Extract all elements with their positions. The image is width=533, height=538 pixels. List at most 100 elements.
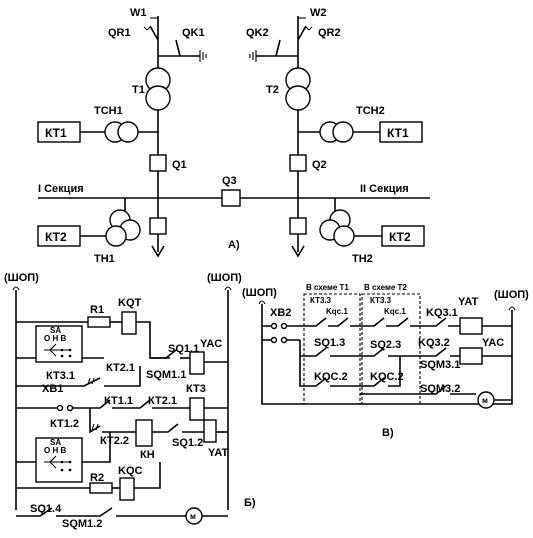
contact-kt1-2-label: КТ1.2: [50, 418, 79, 430]
motor-b-label: м: [190, 512, 196, 521]
aux-tx-tch1-label: ТСН1: [94, 105, 123, 117]
bus-tie-q3-label: Q3: [222, 175, 237, 187]
relay-kt2-left-label: КТ2: [45, 230, 67, 244]
diagram-b-caption: Б): [244, 497, 256, 509]
contact-sqm1-2-label: SQM1.2: [62, 518, 102, 530]
diagram-a: W1 QR1 QK1 T1 ТСН1 КТ1 Q1 W2 QR2: [37, 7, 430, 265]
contact-kqc1b-label: Kqc.1: [384, 307, 406, 316]
diagram-a-caption: А): [228, 239, 240, 251]
coil-yac-c-label: YAC: [482, 337, 504, 349]
diagram-b-bus-left-label: (ШОП): [4, 272, 39, 284]
bus-tie-q3: [221, 189, 241, 207]
transformer-t2-label: T2: [266, 84, 279, 96]
outgoing-breaker-left: [149, 217, 167, 235]
coil-yac-label: YAC: [200, 338, 222, 350]
breaker-q2: [289, 154, 307, 172]
xb2-terminal-2: [280, 322, 288, 330]
relay-kt1-right-label: КТ1: [387, 126, 409, 140]
relay-kt2-right-label: КТ2: [389, 230, 411, 244]
contact-kt3-3b-label: КТ3.3: [370, 296, 392, 305]
coil-yat-c: [459, 317, 483, 335]
contact-sq2-3-label: SQ2.3: [370, 339, 401, 351]
scheme-t1-frame: [303, 293, 361, 405]
feeder-w2-label: W2: [310, 7, 327, 19]
aux-tx-tch2-label: ТСН2: [356, 105, 385, 117]
aux-tx-tch2-winding-2: [332, 121, 354, 143]
earth-switch-qk1-label: QK1: [182, 27, 205, 39]
relay-kh-coil: [135, 419, 153, 447]
diagram-b: (ШОП) (ШОП) R1 KQT SA О Н В КТ2.1 SQ1.1 …: [4, 272, 256, 530]
scheme-t1-label: В схеме Т1: [306, 283, 349, 292]
vt-tn1-label: ТН1: [94, 253, 115, 265]
relay-kt3-coil: [189, 397, 205, 421]
diagram-c: (ШОП) (ШОП) ХВ2 В схеме Т1 В схеме Т2 КТ…: [242, 283, 529, 439]
control-switch-sa-top: [35, 325, 83, 363]
diagram-c-bus-left-label: (ШОП): [242, 287, 277, 299]
test-block-xb1-label: ХВ1: [42, 383, 63, 395]
section-1-label: I Секция: [38, 183, 84, 195]
breaker-q2-label: Q2: [312, 159, 327, 171]
relay-kqc-label: KQC: [118, 465, 143, 477]
transformer-t1-winding-2: [145, 85, 171, 111]
transformer-t2-winding-2: [285, 85, 311, 111]
breaker-q1-label: Q1: [172, 159, 187, 171]
scheme-t2-frame: [361, 293, 421, 405]
vt-tn2-label: ТН2: [352, 253, 373, 265]
xb1-terminal-2: [66, 404, 74, 412]
breaker-qr2-label: QR2: [318, 27, 341, 39]
relay-kh-label: КН: [140, 449, 155, 461]
resistor-r1-label: R1: [90, 304, 104, 316]
contact-kqc2a-label: KQC.2: [314, 371, 348, 383]
xb2-terminal-1: [270, 322, 278, 330]
contact-kt2-2-label: КТ2.2: [100, 435, 129, 447]
sa-top-positions: О Н В: [44, 334, 66, 343]
coil-yat-label: YAT: [208, 447, 228, 459]
relay-kt2-left-box: [37, 225, 81, 247]
breaker-q1: [149, 154, 167, 172]
breaker-qr1-label: QR1: [108, 27, 131, 39]
coil-yac: [189, 351, 205, 375]
diagram-b-bus-right-label: (ШОП): [207, 272, 242, 284]
xb2-terminal-4: [280, 336, 288, 344]
xb2-terminal-3: [270, 336, 278, 344]
diagram-c-caption: В): [382, 427, 394, 439]
section-2-label: II Секция: [360, 183, 409, 195]
contact-kt1-1-label: КТ1.1: [104, 395, 133, 407]
coil-yac-c: [459, 347, 483, 365]
relay-kt1-left-label: КТ1: [45, 126, 67, 140]
test-block-xb2-label: ХВ2: [270, 307, 291, 319]
contact-kqc1a-label: Kqc.1: [326, 307, 348, 316]
coil-yat-c-label: YAT: [458, 296, 478, 308]
relay-kqc-coil: [119, 477, 135, 501]
sa-top-label: SA: [50, 326, 61, 335]
vt-tn2-winding-3: [333, 225, 355, 247]
contact-kq3-1-label: KQ3.1: [426, 307, 458, 319]
control-switch-sa-bottom: [35, 437, 83, 483]
contact-kq3-2-label: KQ3.2: [418, 337, 450, 349]
contact-kt3-3a-label: КТ3.3: [310, 296, 332, 305]
resistor-r2: [89, 482, 113, 494]
contact-sqm3-1-label: SQM3.1: [420, 359, 460, 371]
contact-sq1-2-label: SQ1.2: [172, 437, 203, 449]
xb1-terminal-1: [56, 404, 64, 412]
coil-yat: [203, 419, 217, 443]
feeder-w1-label: W1: [130, 7, 147, 19]
contact-sqm1-1-label: SQM1.1: [146, 369, 186, 381]
contact-kt2-1a-label: КТ2.1: [106, 362, 135, 374]
relay-kt1-right-box: [379, 121, 423, 143]
contact-kt3-1-label: КТ3.1: [46, 370, 75, 382]
aux-tx-tch1-winding-2: [117, 121, 139, 143]
relay-kt2-right-box: [381, 225, 425, 247]
vt-tn1-winding-3: [105, 225, 127, 247]
relay-kqt-label: KQT: [118, 297, 142, 309]
resistor-r1: [87, 316, 111, 328]
relay-kt3-label: КТ3: [186, 383, 206, 395]
sa-bottom-positions: О Н В: [44, 446, 66, 455]
relay-kt1-left-box: [37, 121, 81, 143]
scheme-t2-label: В схеме Т2: [364, 283, 407, 292]
contact-sq1-3-label: SQ1.3: [314, 337, 345, 349]
contact-kqc2b-label: KQC.2: [370, 371, 404, 383]
contact-sqm3-2-label: SQM3.2: [420, 383, 460, 395]
